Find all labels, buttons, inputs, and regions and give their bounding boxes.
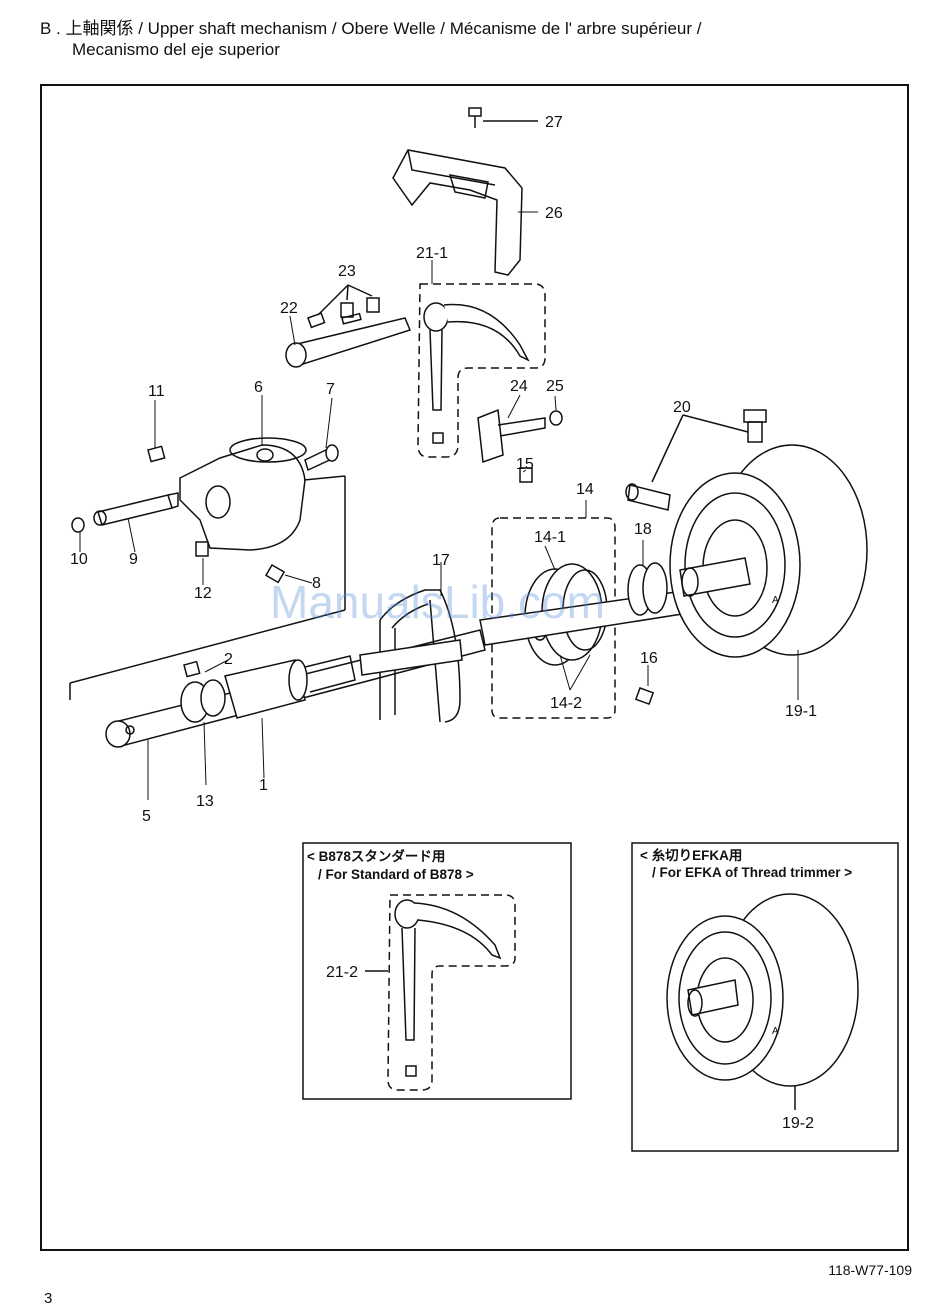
callout-23: 23 bbox=[338, 263, 356, 280]
screw-part-27 bbox=[468, 107, 538, 128]
callout-1: 1 bbox=[259, 777, 268, 794]
thrust-ring-part-13 bbox=[180, 679, 226, 723]
callout-9: 9 bbox=[129, 551, 138, 568]
screw-part-7 bbox=[304, 444, 339, 472]
handwheel-part-19-1 bbox=[669, 444, 868, 658]
screw-part-15 bbox=[519, 467, 533, 483]
callout-11: 11 bbox=[148, 383, 165, 400]
housing-part-6 bbox=[179, 437, 307, 551]
handwheel-part-19-2 bbox=[666, 893, 859, 1110]
screws-part-20 bbox=[625, 409, 767, 511]
inset-efka-mark-a: A bbox=[772, 1026, 779, 1037]
screw-part-8 bbox=[264, 563, 286, 584]
callout-8: 8 bbox=[312, 575, 321, 592]
callout-21-2: 21-2 bbox=[326, 964, 358, 981]
callout-15: 15 bbox=[516, 456, 534, 473]
callout-22: 22 bbox=[280, 300, 298, 317]
callout-27: 27 bbox=[545, 114, 563, 131]
callout-5: 5 bbox=[142, 808, 151, 825]
inset-standard-caption-1: < B878スタンダード用 bbox=[307, 848, 445, 864]
cover-part-26 bbox=[392, 149, 523, 276]
callout-6: 6 bbox=[254, 379, 263, 396]
callout-26: 26 bbox=[545, 205, 563, 222]
page-title-line1: B . 上軸関係 / Upper shaft mechanism / Obere… bbox=[40, 19, 702, 38]
callout-14-2: 14-2 bbox=[550, 695, 582, 712]
shaft-part-22 bbox=[285, 312, 412, 368]
screw-part-12 bbox=[195, 541, 209, 557]
page-number: 3 bbox=[44, 1290, 53, 1307]
pin-part-9 bbox=[93, 492, 179, 526]
watermark: ManualsLib.com bbox=[270, 576, 605, 628]
callout-2: 2 bbox=[224, 651, 233, 668]
callout-10: 10 bbox=[70, 551, 88, 568]
inset-standard-caption-2: / For Standard of B878 > bbox=[318, 867, 474, 882]
screw-part-11 bbox=[147, 445, 166, 463]
callout-21-1: 21-1 bbox=[416, 245, 448, 262]
crank-part-24 bbox=[477, 408, 546, 464]
screw-part-16 bbox=[634, 687, 655, 706]
washer-part-10 bbox=[71, 517, 85, 533]
pulley-mark-a: A bbox=[772, 595, 779, 606]
callout-7: 7 bbox=[326, 381, 335, 398]
inset-efka-caption-2: / For EFKA of Thread trimmer > bbox=[652, 865, 852, 880]
callout-19-2: 19-2 bbox=[782, 1115, 814, 1132]
page-title-line2: Mecanismo del eje superior bbox=[72, 40, 280, 59]
callout-25: 25 bbox=[546, 378, 564, 395]
callout-18: 18 bbox=[634, 521, 652, 538]
callout-16: 16 bbox=[640, 650, 658, 667]
screw-part-2 bbox=[183, 660, 201, 678]
callout-12: 12 bbox=[194, 585, 212, 602]
callout-17: 17 bbox=[432, 552, 450, 569]
diagram-frame bbox=[40, 84, 909, 1251]
set-screws-part-23 bbox=[307, 284, 380, 329]
inset-standard-frame bbox=[302, 842, 572, 1100]
callout-14: 14 bbox=[576, 481, 594, 498]
bearing-part-18 bbox=[627, 562, 668, 616]
callout-14-1: 14-1 bbox=[534, 529, 566, 546]
callout-24: 24 bbox=[510, 378, 528, 395]
inset-efka-frame bbox=[631, 842, 899, 1152]
callout-20: 20 bbox=[673, 399, 691, 416]
washer-part-25 bbox=[549, 410, 563, 426]
lever-part-21-1 bbox=[417, 283, 546, 458]
document-number: 118-W77-109 bbox=[828, 1262, 912, 1278]
callout-13: 13 bbox=[196, 793, 214, 810]
lever-part-21-2 bbox=[365, 894, 516, 1091]
inset-efka-caption-1: < 糸切りEFKA用 bbox=[640, 847, 742, 863]
callout-19-1: 19-1 bbox=[785, 703, 817, 720]
shaft-collar-part-1 bbox=[224, 655, 356, 719]
